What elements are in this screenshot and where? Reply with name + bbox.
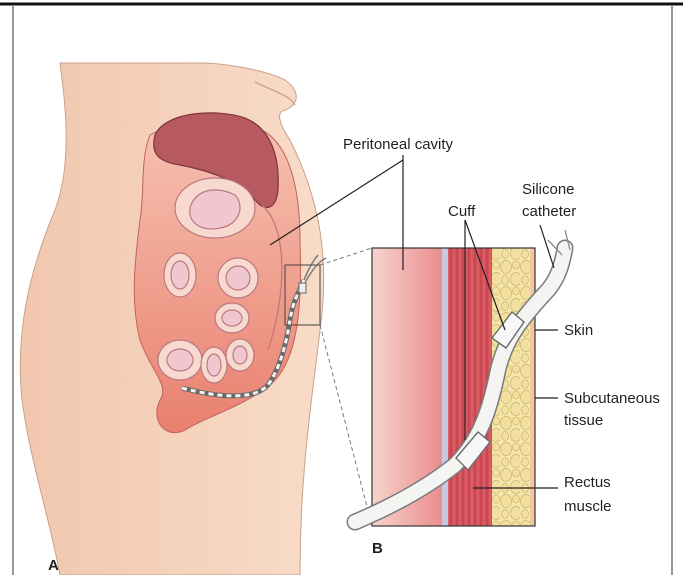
- label-rectus-1: Rectus: [564, 474, 611, 491]
- label-silicone-catheter-2: catheter: [522, 203, 576, 220]
- inner-cuff: [299, 283, 306, 293]
- panel-label-b: B: [372, 540, 383, 557]
- label-peritoneal-cavity: Peritoneal cavity: [343, 136, 454, 153]
- label-rectus-2: muscle: [564, 498, 612, 515]
- rectus-muscle-layer: [448, 248, 492, 526]
- label-subcutaneous-2: tissue: [564, 412, 603, 429]
- label-skin: Skin: [564, 322, 593, 339]
- label-cuff: Cuff: [448, 203, 476, 220]
- label-subcutaneous-1: Subcutaneous: [564, 390, 660, 407]
- label-silicone-catheter-1: Silicone: [522, 181, 575, 198]
- panel-label-a: A: [48, 557, 59, 574]
- torso-illustration: [20, 63, 326, 575]
- skin-layer: [530, 248, 535, 526]
